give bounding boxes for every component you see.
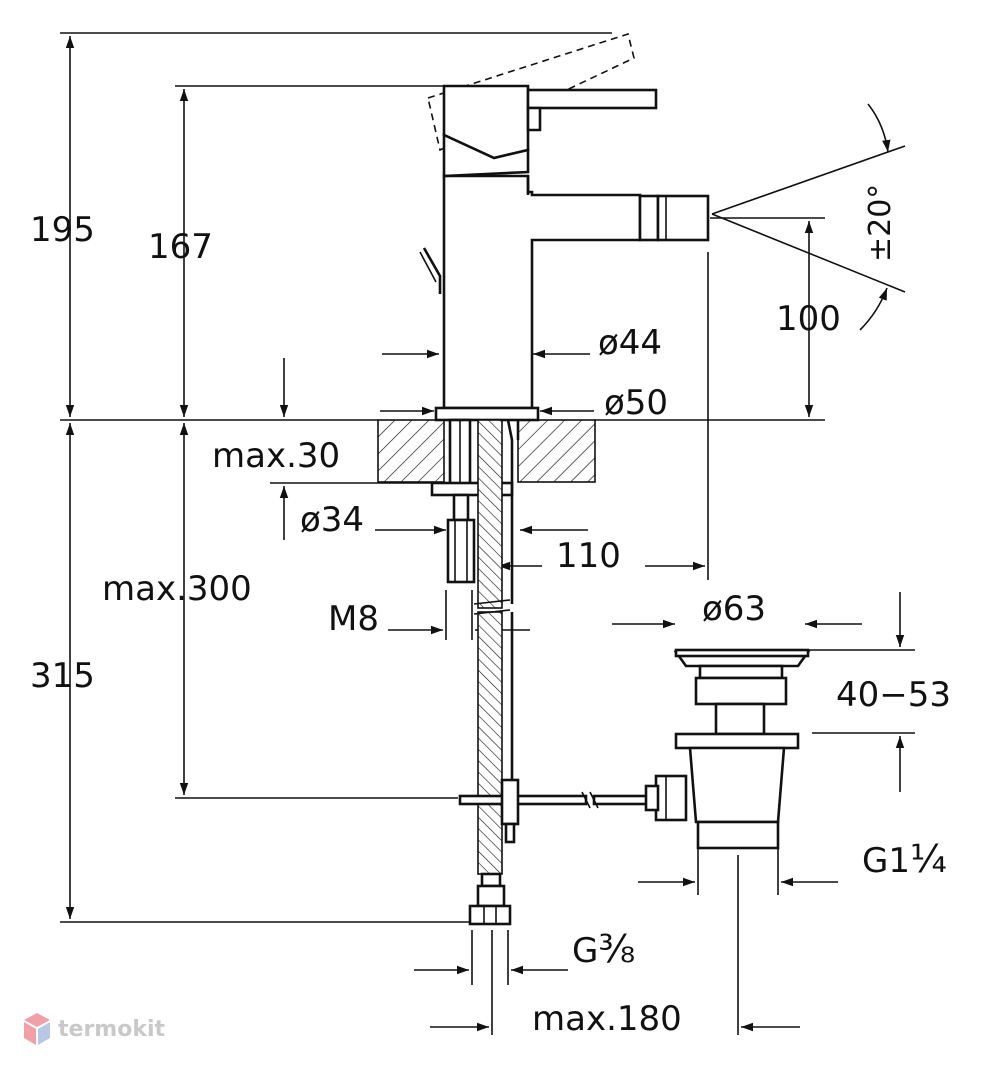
dim-63-label: ø63 [702, 589, 766, 629]
termokit-logo-icon [24, 1013, 50, 1045]
reference-lines [60, 32, 915, 1035]
dim-34-label: ø34 [300, 500, 364, 540]
dim-4053-label: 40−53 [836, 675, 951, 715]
watermark: termokit [22, 1012, 165, 1046]
mixer-body [419, 32, 710, 422]
dim-50-label: ø50 [604, 383, 668, 423]
dim-100-label: 100 [776, 299, 841, 339]
dim-195-label: 195 [30, 210, 95, 250]
dim-110-label: 110 [556, 536, 621, 576]
dim-max180-label: max.180 [532, 999, 682, 1039]
dimension-arrows [65, 36, 905, 1032]
jet-angle [711, 103, 906, 331]
dim-max300-label: max.300 [102, 569, 252, 609]
dim-20-label: ±20° [863, 184, 898, 262]
dim-44-label: ø44 [598, 323, 662, 363]
dimension-labels: 195 167 ±20° 100 ø44 ø50 max.30 ø34 110 … [30, 184, 951, 1039]
dim-g38-label: G⅜ [572, 927, 635, 971]
under-counter [430, 418, 654, 926]
waste-assembly [644, 648, 811, 850]
dim-max30-label: max.30 [212, 436, 340, 476]
watermark-brand: termokit [58, 1016, 166, 1042]
dim-167-label: 167 [148, 227, 213, 267]
dim-m8-label: M8 [328, 599, 379, 639]
dim-g14-label: G1¼ [862, 837, 947, 881]
countertop-section [377, 419, 596, 483]
dim-315-label: 315 [30, 656, 95, 696]
